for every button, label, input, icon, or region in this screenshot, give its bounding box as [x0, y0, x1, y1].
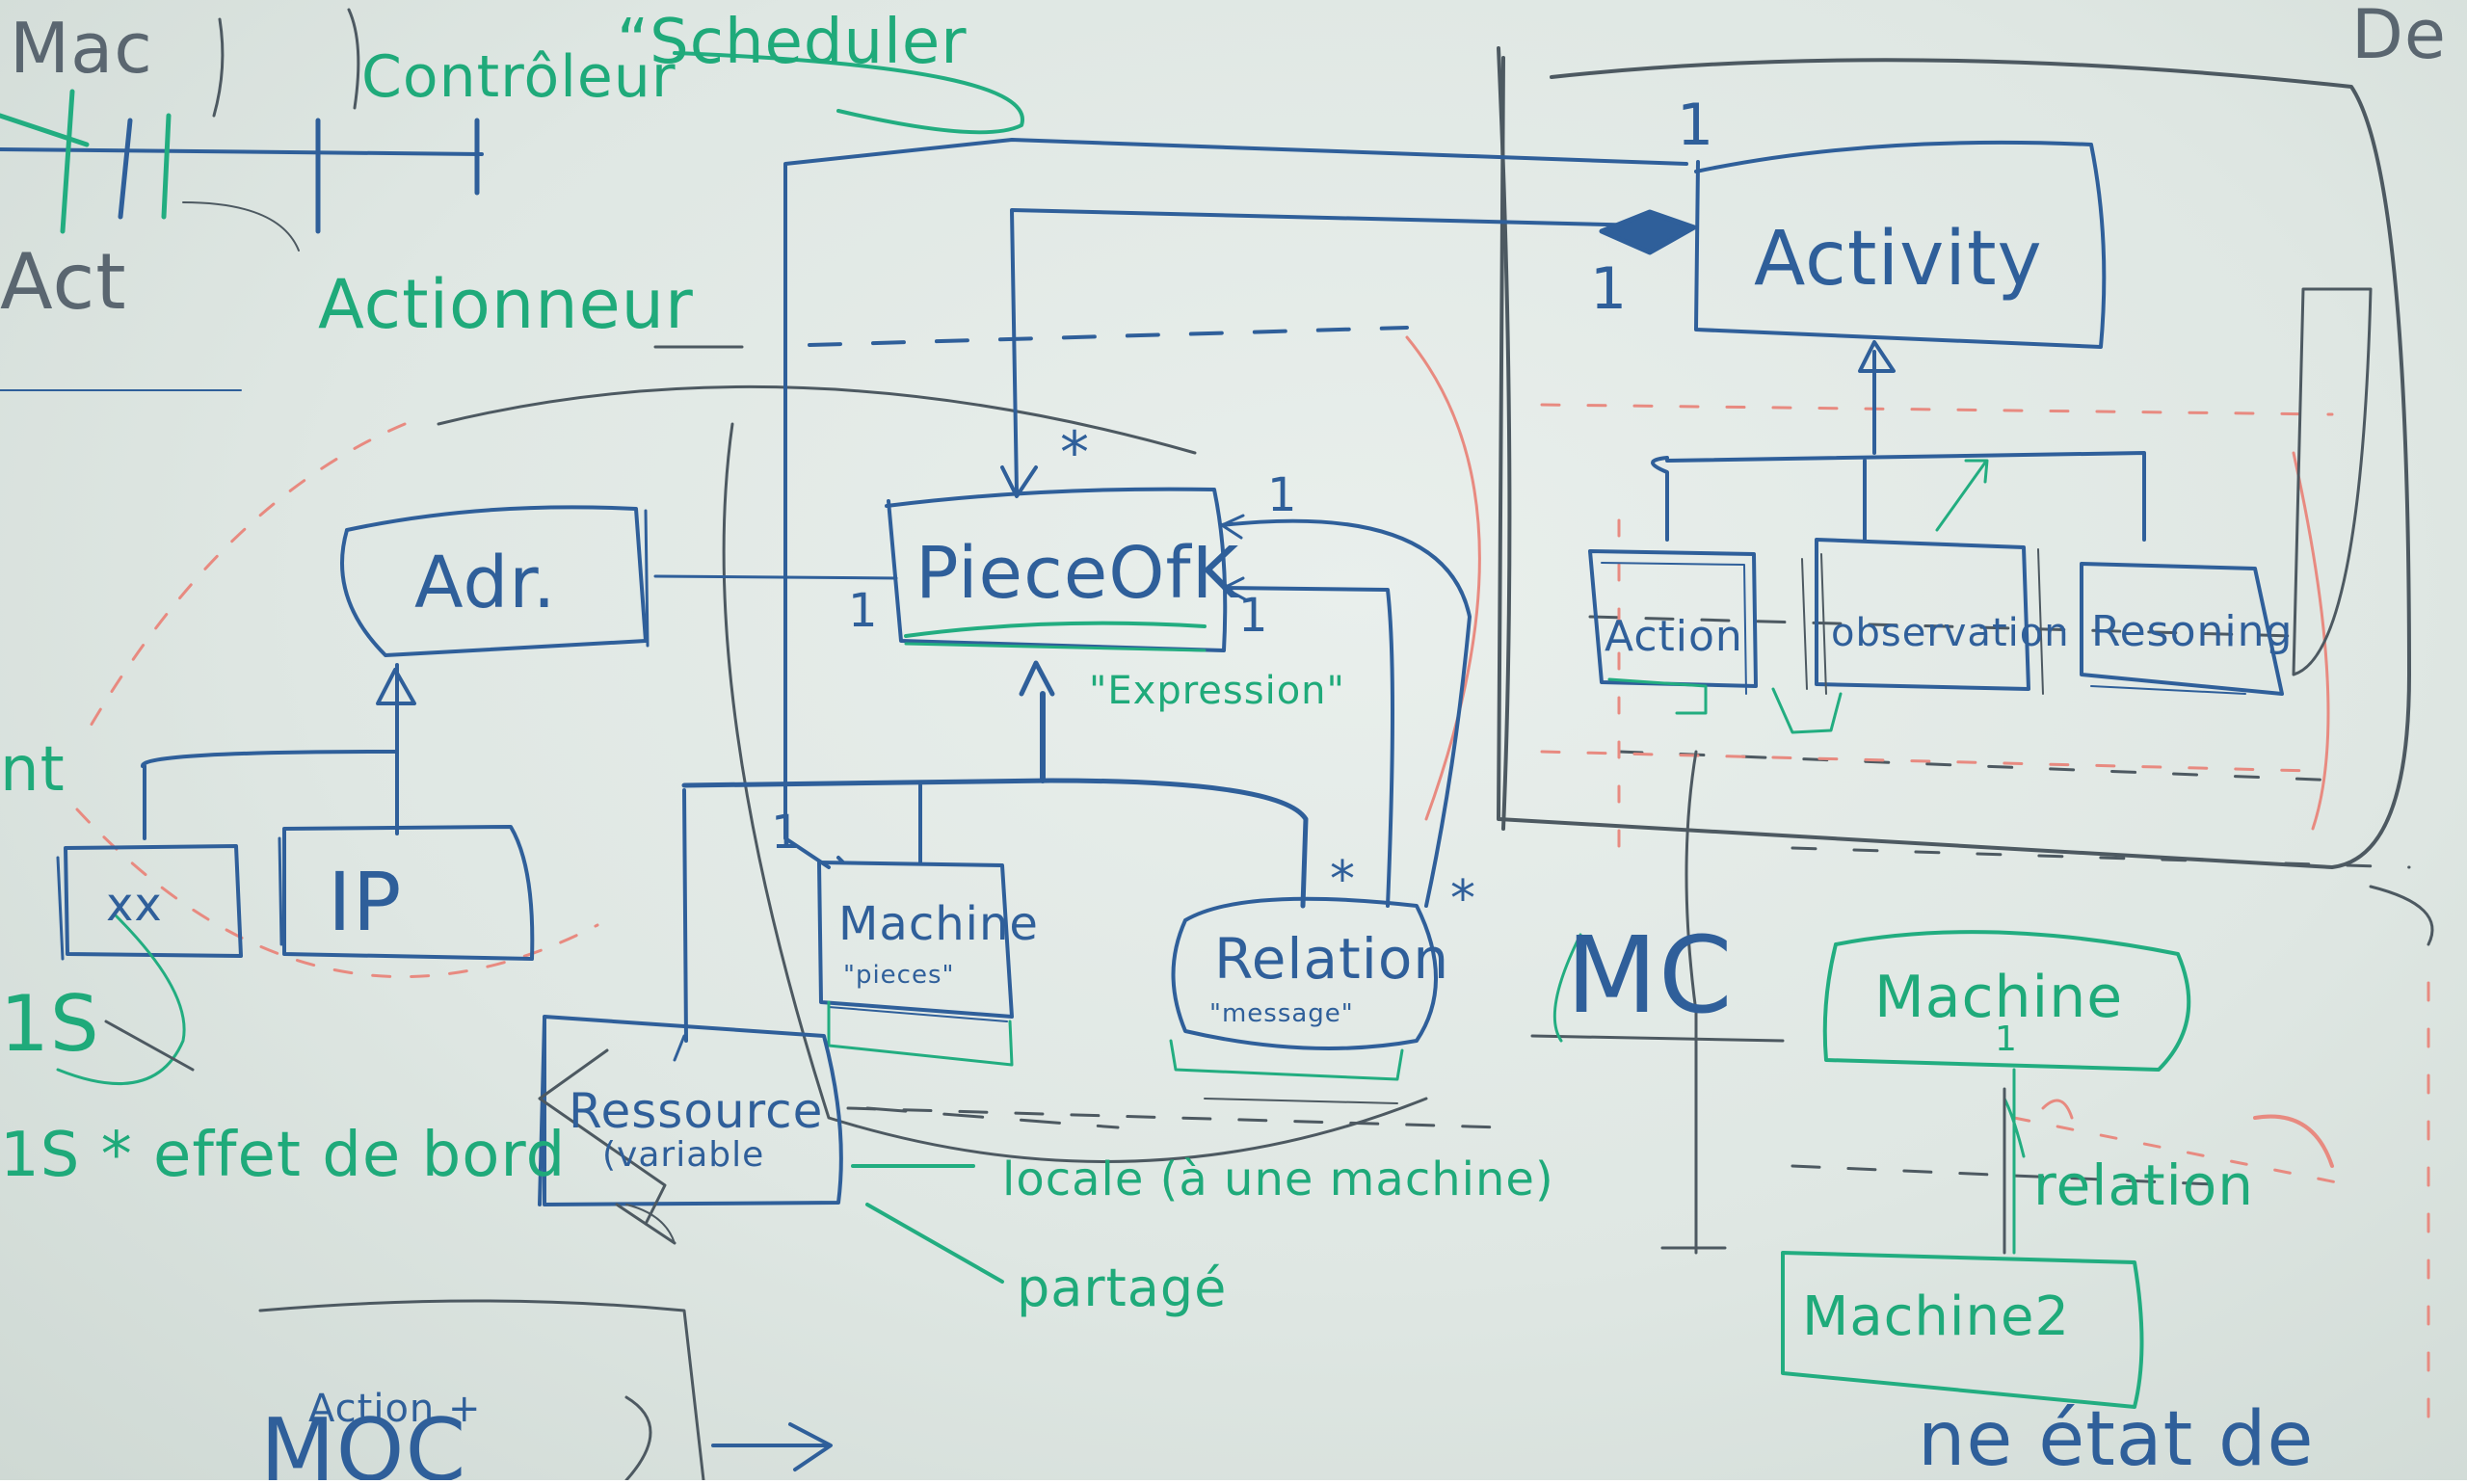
note-locale: locale (à une machine) — [1002, 1153, 1554, 1206]
note-de-corner: De — [2351, 0, 2447, 74]
note-etat-de: ne état de — [1918, 1396, 2314, 1480]
note-machine-green: Machine — [1874, 964, 2123, 1031]
note-s-left: 1S — [0, 979, 100, 1069]
note-machine2: Machine2 — [1802, 1285, 2070, 1348]
note-action-bottom: Action + — [308, 1387, 482, 1431]
label-observation: observation — [1831, 611, 2070, 655]
action-class-box — [1588, 549, 1758, 715]
ressource-class-box — [538, 1015, 843, 1244]
mult-piece-star: * — [1060, 419, 1090, 487]
label-machine: Machine — [838, 897, 1039, 951]
mult-relation-star-right: * — [1450, 870, 1476, 928]
mult-activity-top: 1 — [1677, 92, 1714, 159]
label-actionneur: Actionneur — [318, 265, 694, 344]
label-action: Action — [1605, 612, 1743, 661]
label-ressource-note: (variable — [602, 1135, 764, 1175]
note-moc: MOC — [260, 1400, 466, 1480]
note-mc: MC — [1566, 914, 1734, 1037]
mult-relation-star-left: * — [1330, 851, 1356, 909]
mult-activity-left: 1 — [1590, 255, 1628, 323]
xx-class-box — [56, 844, 243, 961]
ip-class-box — [278, 825, 535, 961]
pieceofk-class-box — [885, 487, 1228, 652]
note-relation-green: relation — [2033, 1153, 2254, 1218]
activity-pieceofk-link — [1010, 208, 1688, 493]
label-pieceofk: PieceOfK — [915, 532, 1241, 615]
label-ip: IP — [328, 855, 402, 949]
label-relation: Relation — [1214, 926, 1449, 992]
mult-piece-left: 1 — [848, 584, 879, 638]
label-relation-note: "message" — [1209, 999, 1354, 1028]
note-machine-green-mult: 1 — [1995, 1020, 2018, 1059]
mult-piece-right-bottom: 1 — [1238, 589, 1269, 643]
label-scheduler: “Scheduler — [617, 7, 968, 78]
label-xx: xx — [106, 878, 163, 932]
top-left-scribbles — [0, 8, 1024, 391]
label-adr: Adr. — [414, 542, 556, 624]
aggregation-diamond — [1599, 209, 1697, 255]
activity-class-box — [1694, 140, 2107, 349]
adr-class-box — [340, 505, 650, 657]
label-act: Act — [0, 237, 127, 327]
mult-piece-right-top: 1 — [1267, 468, 1298, 522]
label-ressource: Ressource — [569, 1083, 823, 1139]
machine2-box — [1781, 1251, 2144, 1409]
activity-package-outline — [1497, 56, 2411, 869]
label-activity: Activity — [1754, 216, 2043, 303]
machine-class-box — [817, 861, 1014, 1067]
note-nt: nt — [0, 734, 66, 806]
dashed-lines — [75, 326, 2430, 1447]
label-controleur: Contrôleur — [361, 43, 676, 111]
reasoning-class-box — [2080, 562, 2284, 696]
note-effet-de-bord: 1S * effet de bord — [0, 1120, 566, 1191]
label-reasoning: Resoning — [2091, 607, 2293, 656]
observation-class-box — [1771, 538, 2044, 734]
note-partage: partagé — [1017, 1258, 1227, 1318]
label-expression: "Expression" — [1089, 669, 1345, 713]
machine-green-box — [1822, 930, 2191, 1072]
label-machine-note: "pieces" — [843, 961, 954, 990]
relation-class-box — [1169, 896, 1438, 1104]
label-mac: Mac — [10, 8, 153, 89]
mult-machine-top: 1 — [771, 806, 802, 860]
